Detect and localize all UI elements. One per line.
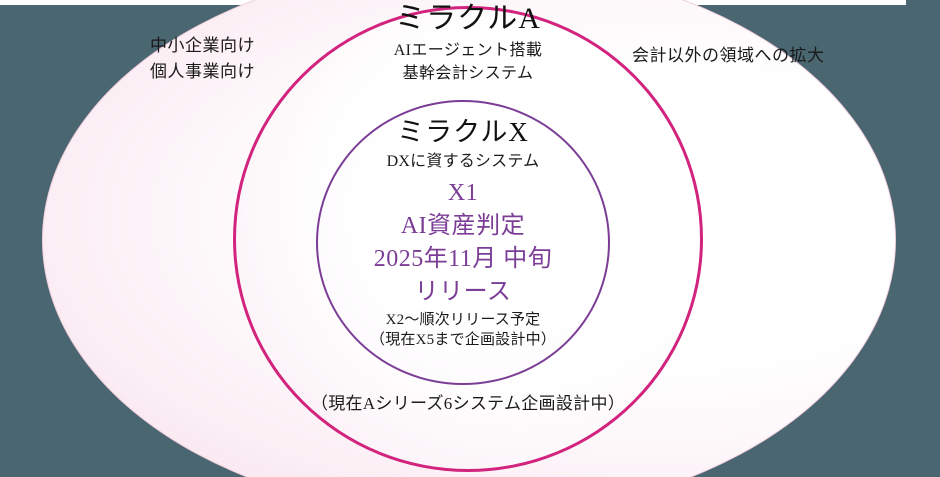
- miracle-x-release-code: X1: [447, 179, 479, 206]
- miracle-a-subtitle-line1: AIエージェント搭載: [393, 41, 543, 59]
- miracle-a-title: ミラクルA: [395, 2, 541, 35]
- miracle-x-ellipse: [316, 100, 610, 385]
- miracle-x-release-date: 2025年11月 中旬: [373, 246, 553, 272]
- miracle-a-footnote: （現在Aシリーズ6システム企画設計中）: [310, 394, 626, 413]
- miracle-x-title: ミラクルX: [397, 117, 529, 147]
- outer-caption-right: 会計以外の領域への拡大: [632, 43, 825, 69]
- miracle-x-release-feature: AI資産判定: [400, 212, 526, 239]
- outer-caption-left-line2: 個人事業向け: [150, 61, 255, 81]
- miracle-x-subtitle: DXに資するシステム: [386, 153, 540, 171]
- outer-caption-left: 中小企業向け 個人事業向け: [150, 33, 255, 84]
- miracle-x-content-block: ミラクルX DXに資するシステム X1 AI資産判定 2025年11月 中旬 リ…: [316, 116, 610, 350]
- miracle-a-subtitle-line2: 基幹会計システム: [402, 64, 534, 82]
- miracle-x-note-line1: X2〜順次リリース予定: [385, 312, 541, 329]
- miracle-x-note-line2: （現在X5まで企画設計中）: [370, 331, 556, 348]
- miracle-x-release-word: リリース: [414, 279, 512, 306]
- miracle-a-heading-block: ミラクルA AIエージェント搭載 基幹会計システム: [233, 2, 703, 85]
- outer-caption-left-line1: 中小企業向け: [150, 36, 255, 55]
- outer-caption-right-line1: 会計以外の領域への拡大: [632, 46, 825, 65]
